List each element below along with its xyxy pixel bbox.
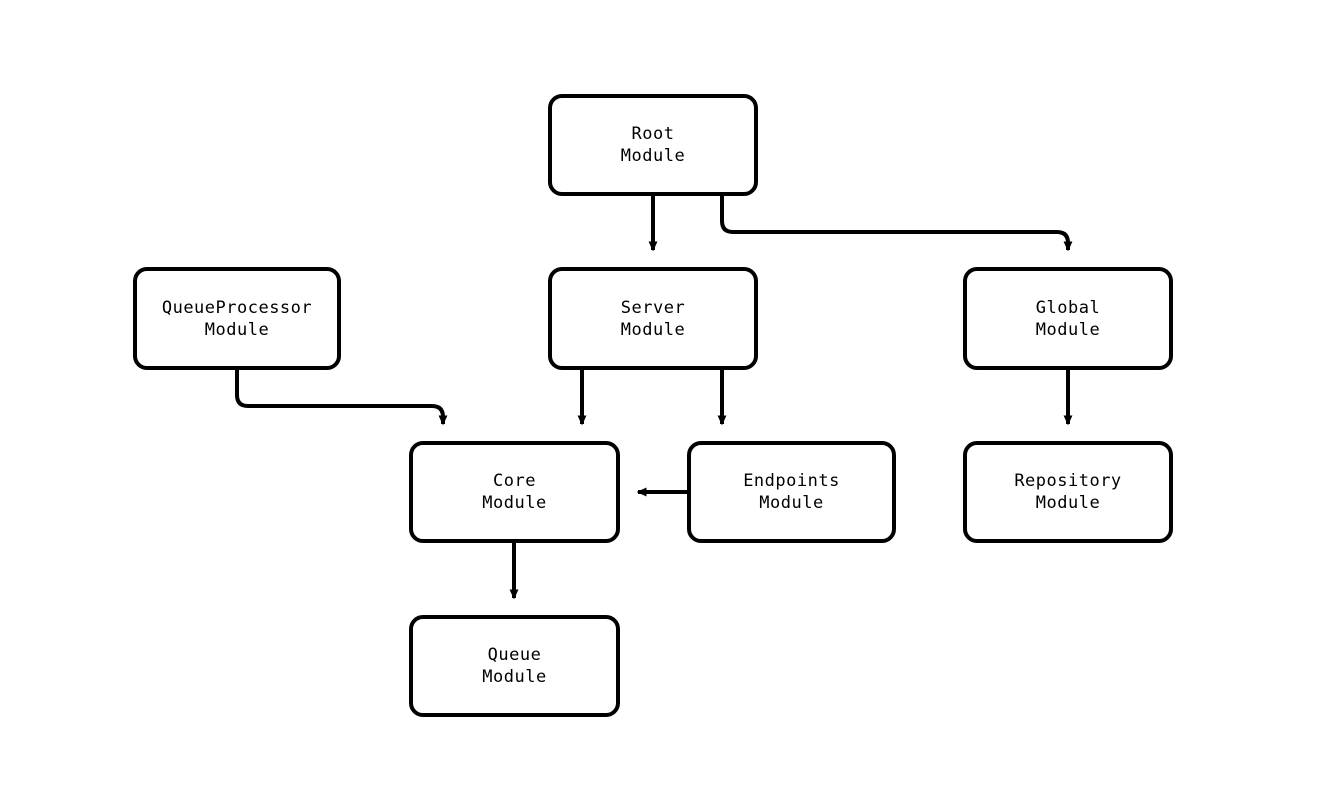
node-endpoints-line1: Endpoints — [743, 471, 840, 491]
node-server[interactable]: Server Module — [548, 267, 758, 370]
edge-root-global — [720, 196, 1073, 252]
node-endpoints[interactable]: Endpoints Module — [687, 441, 896, 543]
node-queue[interactable]: Queue Module — [409, 615, 620, 717]
node-root-line2: Module — [620, 146, 686, 166]
node-core-line2: Module — [482, 493, 547, 513]
node-queueprocessor-line1: QueueProcessor — [161, 297, 313, 318]
node-core[interactable]: Core Module — [409, 441, 620, 543]
node-repository[interactable]: Repository Module — [963, 441, 1173, 543]
node-repository-line1: Repository — [1014, 471, 1122, 491]
node-queueprocessor-line2: Module — [204, 319, 270, 340]
node-core-line1: Core — [493, 471, 536, 491]
node-root[interactable]: Root Module — [548, 94, 758, 196]
edge-queueprocessor-core — [235, 370, 448, 426]
node-global-line2: Module — [1035, 319, 1101, 340]
node-root-line1: Root — [631, 124, 675, 144]
node-server-line1: Server — [620, 297, 686, 318]
node-queue-line2: Module — [482, 667, 547, 687]
node-server-line2: Module — [620, 319, 686, 340]
node-repository-line2: Module — [1035, 493, 1101, 513]
node-queue-line1: Queue — [487, 645, 542, 665]
node-queueprocessor[interactable]: QueueProcessor Module — [133, 267, 341, 370]
node-global[interactable]: Global Module — [963, 267, 1173, 370]
node-endpoints-line2: Module — [759, 493, 824, 513]
node-global-line1: Global — [1035, 297, 1101, 318]
